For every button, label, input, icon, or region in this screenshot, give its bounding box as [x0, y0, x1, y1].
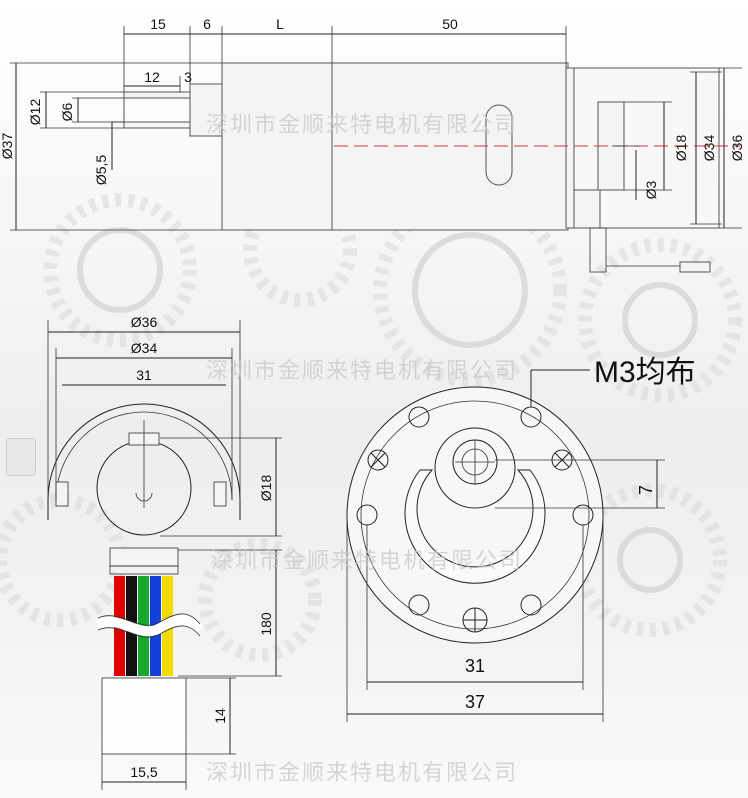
dim-flat-7: 7: [636, 485, 656, 495]
dim-d12: Ø12: [27, 99, 43, 126]
dim-d37: Ø37: [0, 133, 15, 160]
dim-rear-d18: Ø18: [258, 475, 274, 502]
dim-12: 12: [144, 69, 160, 85]
dim-rear-d36: Ø36: [131, 314, 158, 330]
bookmark-icon[interactable]: [6, 438, 36, 476]
watermark-2: 深圳市金顺来特电机有限公司: [206, 359, 518, 384]
dim-50: 50: [442, 16, 458, 32]
dim-connector-14: 14: [212, 708, 228, 724]
dim-d36: Ø36: [729, 135, 745, 162]
dim-15: 15: [150, 16, 166, 32]
dim-front-31: 31: [465, 656, 485, 676]
m3-hole-label: M3均布: [594, 356, 696, 389]
dim-d18: Ø18: [673, 135, 689, 162]
watermark-4: 深圳市金顺来特电机有限公司: [206, 761, 518, 786]
dim-front-37: 37: [465, 692, 485, 712]
dim-rear-31: 31: [136, 367, 152, 383]
dim-3: 3: [184, 69, 192, 85]
dim-6: 6: [203, 16, 211, 32]
dim-d5-5: Ø5,5: [93, 155, 109, 186]
dim-rear-d34: Ø34: [131, 340, 158, 356]
dim-d34: Ø34: [701, 135, 717, 162]
watermark-3: 深圳市金顺来特电机有限公司: [211, 549, 523, 574]
dim-cable-180: 180: [258, 612, 274, 636]
dim-d6: Ø6: [59, 102, 75, 121]
dim-connector-15-5: 15,5: [130, 764, 157, 780]
dim-d3: Ø3: [643, 180, 659, 199]
dim-L: L: [276, 16, 284, 32]
watermark-1: 深圳市金顺来特电机有限公司: [206, 113, 518, 138]
